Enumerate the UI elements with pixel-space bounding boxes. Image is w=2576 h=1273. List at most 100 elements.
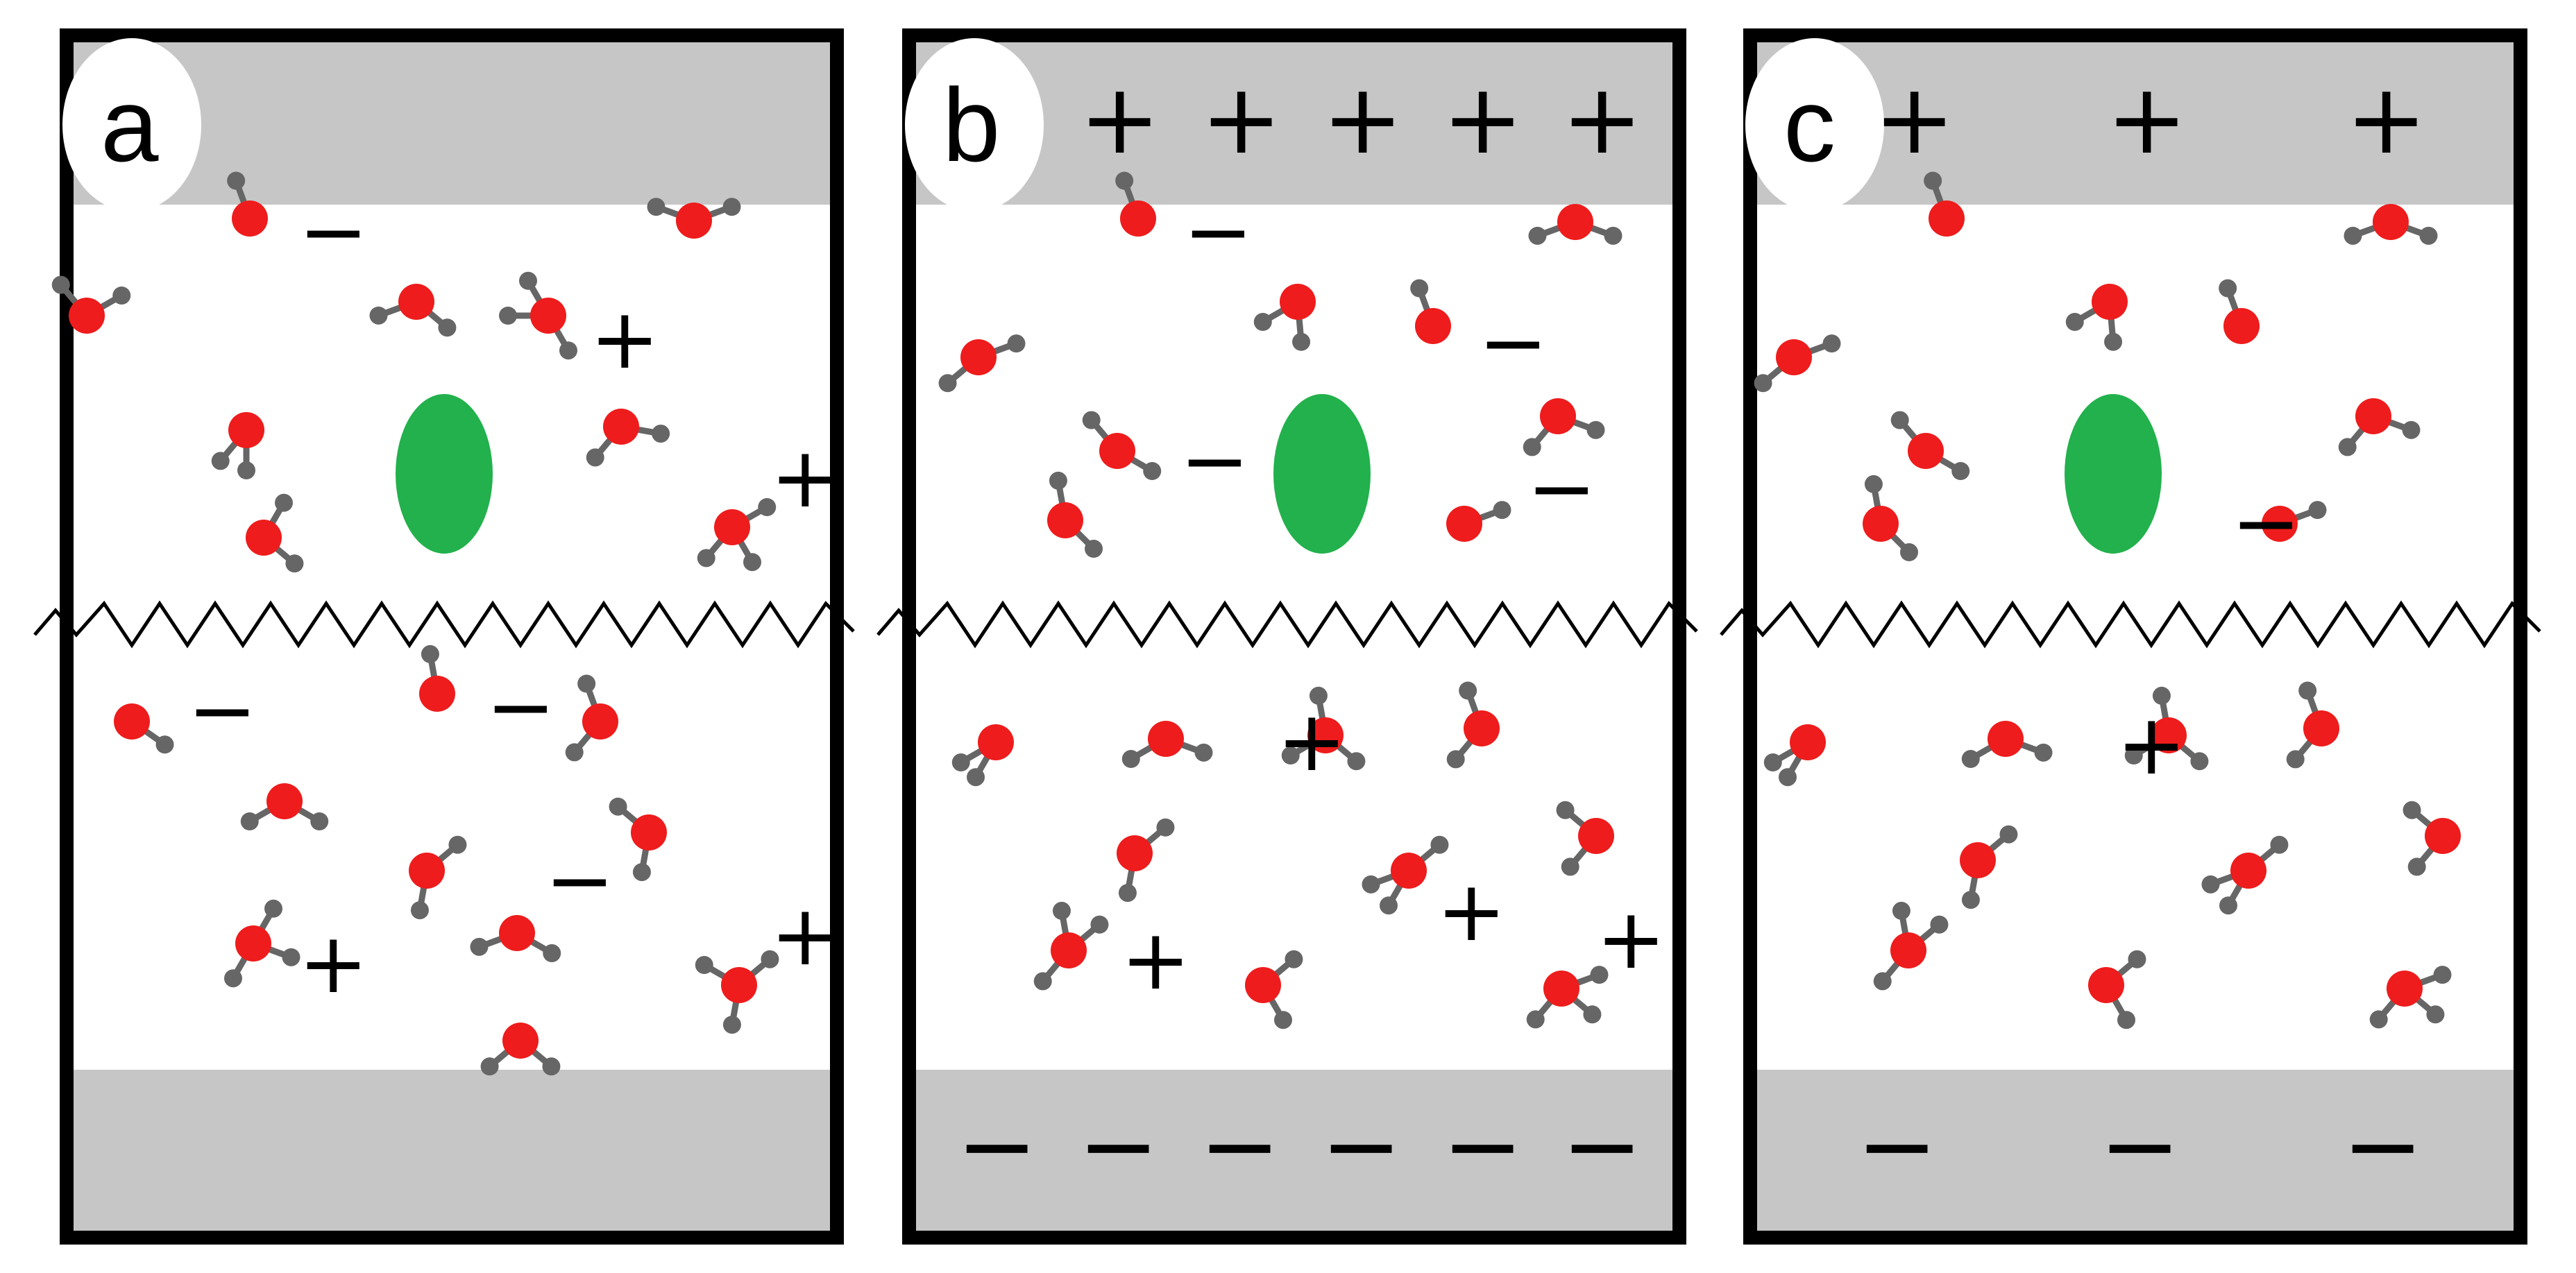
water-molecule [2219, 279, 2260, 344]
oxygen-atom [631, 814, 667, 851]
water-molecule [227, 171, 268, 237]
oxygen-atom [530, 298, 566, 334]
plate-charge-negative: − [1199, 1090, 1280, 1203]
oxygen-atom [499, 915, 535, 951]
hydrogen-atom [2433, 966, 2452, 984]
panel-frame [60, 28, 844, 1245]
hydrogen-atom [652, 425, 670, 443]
oxygen-atom [1790, 724, 1826, 760]
hydrogen-atom [1309, 686, 1328, 705]
cation-sign: + [1277, 694, 1347, 790]
plate-charge-positive: + [1322, 63, 1403, 176]
oxygen-atom [1929, 200, 1965, 237]
cation-sign: + [1437, 864, 1507, 960]
water-molecule [1047, 471, 1103, 558]
oxygen-atom [1543, 971, 1579, 1007]
plate-charge-negative: − [1561, 1090, 1643, 1203]
hydrogen-atom [1890, 411, 1909, 429]
anion-sign: − [1478, 295, 1548, 391]
hydrogen-atom [1085, 540, 1103, 558]
oxygen-atom [228, 412, 264, 448]
plate-charge-positive: + [2106, 63, 2187, 176]
cation-sign: + [298, 916, 368, 1012]
plate-charge-negative: − [1321, 1090, 1402, 1203]
oxygen-atom [232, 200, 268, 237]
water-molecule [2338, 398, 2421, 456]
hydrogen-atom [112, 287, 131, 305]
hydrogen-atom [2065, 313, 2084, 331]
molecules-layer [51, 171, 2461, 1076]
cation-sign: + [1121, 912, 1191, 1009]
hydrogen-atom [1285, 950, 1303, 968]
oxygen-atom [582, 703, 618, 740]
hydrogen-atom [51, 275, 70, 294]
oxygen-atom [419, 676, 455, 712]
hydrogen-atom [1561, 857, 1579, 876]
water-molecule [499, 271, 577, 360]
hydrogen-atom [1961, 891, 1980, 909]
break-line [33, 600, 855, 649]
plate-charge-positive: + [1561, 63, 1643, 176]
hydrogen-atom [743, 553, 761, 572]
hydrogen-atom [421, 644, 439, 663]
hydrogen-atom [438, 318, 457, 337]
water-molecule [1523, 398, 1605, 456]
oxygen-atom [960, 339, 997, 375]
hydrogen-atom [2270, 835, 2289, 854]
hydrogen-atom [2152, 686, 2171, 705]
hydrogen-atom [2219, 896, 2237, 915]
water-molecule [1410, 279, 1451, 344]
hydrogen-atom [1121, 750, 1140, 768]
hydrogen-atom [1961, 750, 1980, 768]
hydrogen-atom [155, 735, 174, 754]
anion-sign: − [1183, 184, 1253, 280]
panel-b: b + + + + + − − − − − − [902, 28, 1686, 1245]
water-molecule [409, 835, 467, 920]
hydrogen-atom [1930, 915, 1949, 934]
hydrogen-atom [1082, 411, 1101, 429]
hydrogen-atom [1822, 334, 1841, 353]
oxygen-atom [1117, 835, 1153, 871]
green-particle [1273, 394, 1371, 554]
oxygen-atom [1148, 721, 1184, 757]
hydrogen-atom [2034, 743, 2053, 762]
oxygen-atom [1415, 308, 1451, 344]
green-particle [396, 394, 493, 554]
oxygen-atom [676, 203, 712, 239]
oxygen-atom [1776, 339, 1812, 375]
hydrogen-atom [2124, 746, 2143, 764]
water-molecule [609, 797, 667, 882]
oxygen-atom [1863, 506, 1899, 542]
hydrogen-atom [1090, 915, 1109, 934]
panel-label: b [942, 67, 1000, 183]
oxygen-atom [1245, 967, 1281, 1003]
hydrogen-atom [967, 768, 985, 787]
oxygen-atom [1051, 932, 1087, 968]
water-molecule [1117, 818, 1175, 903]
oxygen-atom [1446, 506, 1482, 542]
oxygen-atom [398, 284, 434, 320]
water-molecule [1121, 721, 1213, 768]
oxygen-atom [1280, 284, 1316, 320]
water-molecule [1528, 204, 1622, 245]
hydrogen-atom [1253, 313, 1272, 331]
oxygen-atom [2355, 398, 2391, 434]
hydrogen-atom [1194, 743, 1213, 762]
oxygen-atom [1890, 932, 1926, 968]
hydrogen-atom [647, 198, 666, 216]
cation-sign: + [2117, 697, 2187, 794]
water-molecule [586, 409, 670, 467]
water-molecule [2088, 950, 2146, 1029]
water-molecule [51, 275, 131, 334]
hydrogen-atom [369, 306, 388, 325]
panel-a: a [60, 28, 844, 1245]
water-molecule [211, 412, 264, 479]
hydrogen-atom [722, 1016, 741, 1034]
hydrogen-atom [1556, 801, 1575, 819]
water-molecule [1763, 724, 1826, 787]
water-molecule [2262, 501, 2327, 542]
anion-sign: − [1180, 413, 1250, 509]
oxygen-atom [714, 509, 750, 545]
water-molecule [1245, 950, 1303, 1029]
cation-sign: + [1596, 891, 1666, 988]
